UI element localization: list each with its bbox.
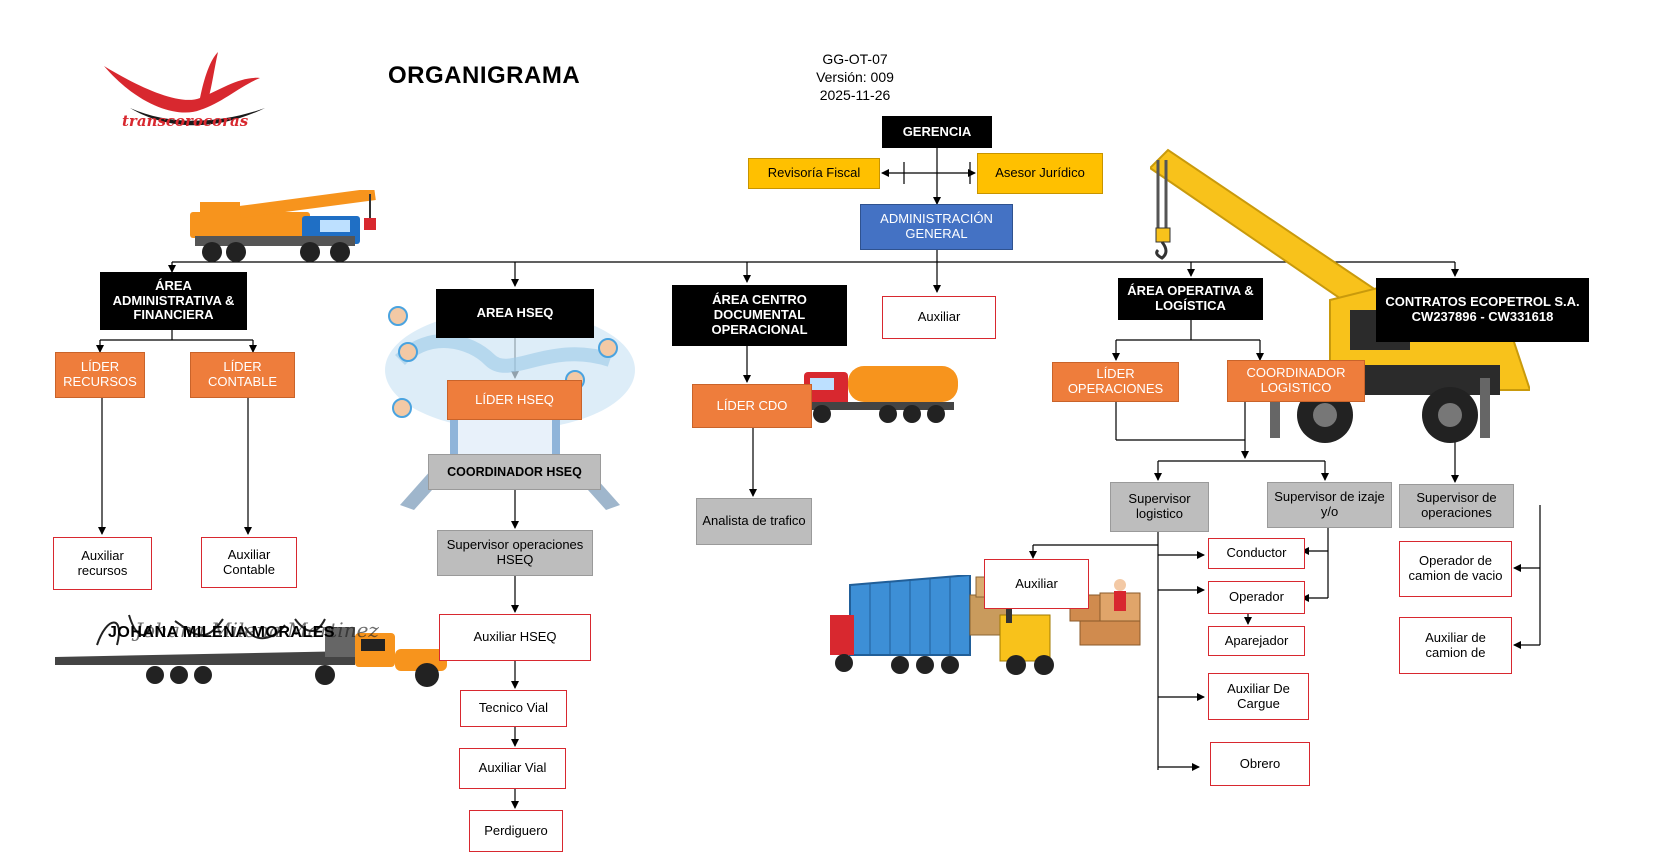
- document-info: GG-OT-07 Versión: 009 2025-11-26: [795, 50, 915, 104]
- node-aux-oper: Auxiliar: [984, 559, 1089, 609]
- node-area-oper: ÁREA OPERATIVA & LOGÍSTICA: [1118, 278, 1263, 320]
- crane-truck-illustration: [190, 190, 376, 262]
- node-auxiliar-admin: Auxiliar: [882, 296, 996, 339]
- node-sup-izaje: Supervisor de izaje y/o: [1267, 482, 1392, 528]
- node-coord-log: COORDINADOR LOGISTICO: [1227, 360, 1365, 402]
- node-lider-cdo: LÍDER CDO: [692, 384, 812, 428]
- node-gerencia: GERENCIA: [882, 116, 992, 148]
- node-aux-camion: Auxiliar de camion de: [1399, 617, 1512, 674]
- node-lider-contable: LÍDER CONTABLE: [190, 352, 295, 398]
- doc-date: 2025-11-26: [819, 87, 891, 103]
- node-sup-oper: Supervisor de operaciones: [1399, 484, 1514, 528]
- node-aux-vial: Auxiliar Vial: [459, 748, 566, 789]
- node-coord-hseq: COORDINADOR HSEQ: [428, 454, 601, 490]
- signature-name: JOHANA MILENA MORALES: [108, 624, 336, 641]
- node-obrero: Obrero: [1210, 742, 1310, 786]
- doc-code: GG-OT-07: [822, 51, 888, 67]
- signature-script: Johana Milena Martinez: [131, 618, 379, 642]
- node-lider-oper: LÍDER OPERACIONES: [1052, 362, 1179, 402]
- node-aux-hseq: Auxiliar HSEQ: [439, 614, 591, 661]
- tanker-truck-illustration: [804, 366, 958, 423]
- company-logo: transcorocoras: [104, 52, 265, 130]
- node-asesor: Asesor Jurídico: [977, 153, 1103, 194]
- node-sup-log: Supervisor logistico: [1110, 482, 1209, 532]
- lowboy-truck-illustration: Johana Milena Martinez: [55, 614, 447, 687]
- node-lider-hseq: LÍDER HSEQ: [447, 380, 582, 420]
- node-analista: Analista de trafico: [696, 498, 812, 545]
- node-aux-recursos: Auxiliar recursos: [53, 537, 152, 590]
- node-conductor: Conductor: [1208, 538, 1305, 569]
- node-aux-cargue: Auxiliar De Cargue: [1208, 673, 1309, 720]
- logo-text: transcorocoras: [122, 112, 249, 130]
- node-area-hseq: AREA HSEQ: [436, 289, 594, 338]
- node-lider-recursos: LÍDER RECURSOS: [55, 352, 145, 398]
- doc-version: Versión: 009: [816, 69, 894, 85]
- node-op-camion: Operador de camion de vacio: [1399, 541, 1512, 597]
- node-operador: Operador: [1208, 581, 1305, 614]
- node-perdiguero: Perdiguero: [469, 810, 563, 852]
- node-aux-contable: Auxiliar Contable: [201, 537, 297, 588]
- node-sup-hseq: Supervisor operaciones HSEQ: [437, 530, 593, 576]
- page-title: ORGANIGRAMA: [388, 62, 581, 89]
- node-area-cdo: ÁREA CENTRO DOCUMENTAL OPERACIONAL: [672, 285, 847, 346]
- node-aparejador: Aparejador: [1208, 626, 1305, 656]
- node-admin-general: ADMINISTRACIÓN GENERAL: [860, 204, 1013, 250]
- node-revisoria: Revisoría Fiscal: [748, 158, 880, 189]
- node-tecnico-vial: Tecnico Vial: [460, 690, 567, 727]
- node-contratos: CONTRATOS ECOPETROL S.A. CW237896 - CW33…: [1376, 278, 1589, 342]
- node-area-admin: ÁREA ADMINISTRATIVA & FINANCIERA: [100, 272, 247, 330]
